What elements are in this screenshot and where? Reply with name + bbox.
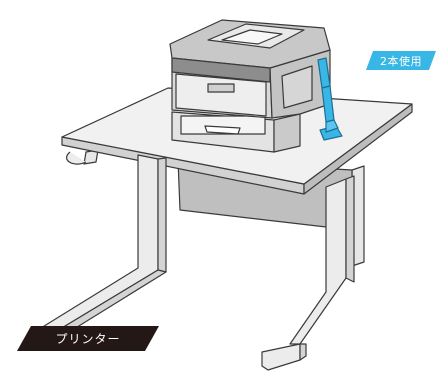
printer [169, 19, 331, 153]
printer-tag: プリンター [17, 326, 159, 351]
printer-label: プリンター [55, 332, 121, 346]
desk-leg-left [27, 151, 167, 351]
belt-count-label: 2本使用 [380, 54, 422, 68]
anti-tip-belt [317, 57, 343, 141]
belt-count-tag: 2本使用 [366, 51, 436, 70]
desk-leg-right [261, 175, 355, 371]
